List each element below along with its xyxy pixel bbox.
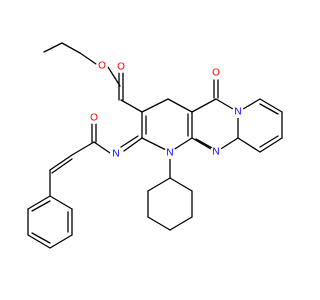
molecule-structure: O O O O N N N N bbox=[27, 42, 283, 249]
bond bbox=[31, 232, 51, 244]
bond bbox=[51, 158, 73, 174]
atom-bg bbox=[110, 148, 122, 160]
bond bbox=[259, 135, 279, 148]
ester-group bbox=[107, 66, 143, 113]
atom-bg bbox=[115, 61, 127, 73]
ring-nitrogen-1: N bbox=[166, 148, 173, 159]
amide-oxygen: O bbox=[90, 113, 98, 124]
bond bbox=[259, 137, 283, 153]
atom-bg bbox=[164, 147, 176, 159]
bond bbox=[120, 99, 143, 113]
bond bbox=[123, 137, 143, 152]
bond bbox=[120, 135, 139, 148]
bond bbox=[49, 234, 73, 249]
bond bbox=[71, 141, 95, 156]
atom-bg bbox=[210, 146, 222, 158]
bond bbox=[169, 216, 193, 231]
bond bbox=[49, 154, 73, 171]
bond bbox=[259, 103, 279, 115]
bond bbox=[169, 177, 193, 192]
bond bbox=[93, 141, 111, 154]
ring-nitrogen-3: N bbox=[234, 107, 241, 118]
right-pyridine-ring bbox=[237, 98, 283, 153]
bond bbox=[147, 177, 171, 192]
bond bbox=[195, 138, 213, 149]
bond bbox=[27, 234, 51, 249]
atom-bg bbox=[210, 67, 222, 79]
bond bbox=[191, 98, 217, 113]
bond bbox=[61, 42, 81, 54]
ethyl-group bbox=[43, 42, 97, 65]
atom-bg bbox=[96, 60, 108, 72]
atom-labels: O O O O N N N N bbox=[88, 60, 244, 160]
ring-nitrogen-2: N bbox=[212, 147, 219, 158]
bond bbox=[31, 200, 51, 212]
central-ring bbox=[141, 98, 193, 153]
alkene bbox=[49, 154, 73, 197]
ester-ether-oxygen: O bbox=[98, 61, 106, 72]
atom-bg bbox=[88, 112, 100, 124]
bond bbox=[259, 98, 283, 113]
ring-ketone-oxygen: O bbox=[212, 68, 220, 79]
phenyl-ring bbox=[27, 195, 73, 249]
cyclohexyl bbox=[147, 157, 193, 231]
bond bbox=[43, 42, 63, 53]
structure-canvas: O O O O N N N N bbox=[27, 42, 283, 249]
imine-nitrogen: N bbox=[112, 149, 119, 160]
ester-carbonyl-oxygen: O bbox=[117, 62, 125, 73]
bond bbox=[237, 137, 261, 153]
bond bbox=[147, 216, 171, 231]
pyrimidinone-ring bbox=[191, 79, 239, 153]
atom-bg bbox=[232, 106, 244, 118]
bond bbox=[141, 98, 169, 113]
imine-amide bbox=[71, 123, 143, 156]
bond bbox=[49, 195, 73, 210]
bond bbox=[167, 98, 193, 113]
bond bbox=[27, 195, 51, 210]
bond bbox=[79, 52, 97, 65]
bond bbox=[107, 66, 121, 87]
